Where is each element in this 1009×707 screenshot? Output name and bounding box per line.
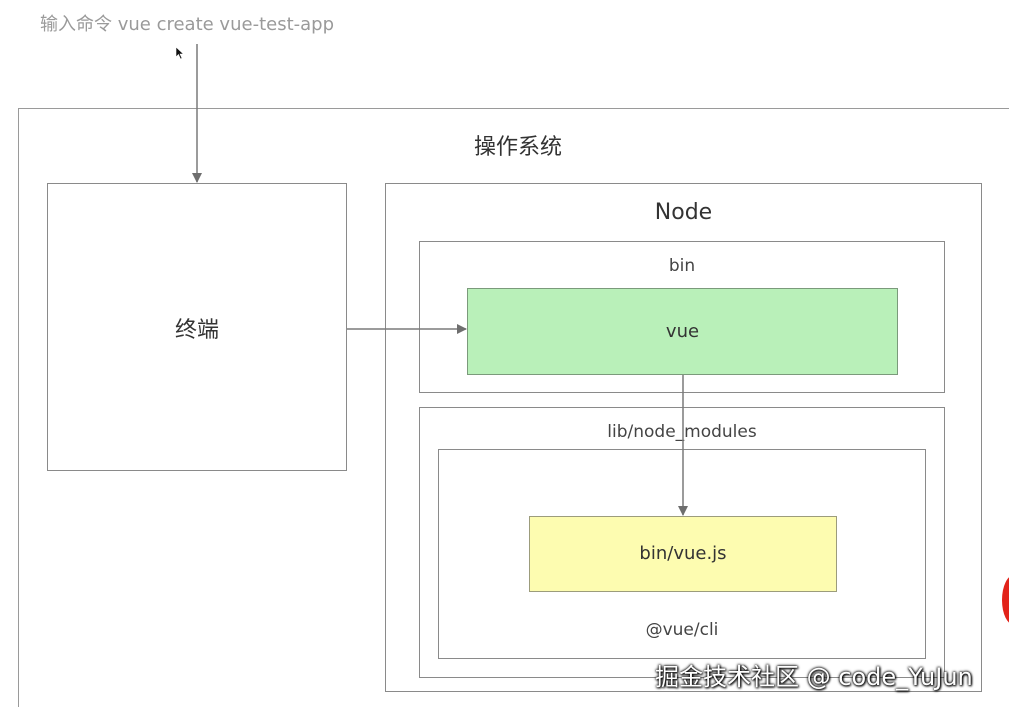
node-title: Node	[654, 200, 713, 225]
vuejs-label: bin/vue.js	[639, 543, 727, 564]
bin-box: bin	[419, 241, 945, 393]
terminal-label: 终端	[174, 318, 219, 343]
lib-node-modules-box: lib/node_modules	[419, 407, 945, 678]
vue-command-box: vue	[467, 288, 898, 375]
red-marker	[1002, 575, 1009, 625]
bin-title: bin	[668, 256, 696, 276]
watermark: 掘金技术社区 @ code_YuJun	[655, 663, 973, 691]
cli-label: @vue/cli	[645, 620, 719, 640]
terminal-box: 终端	[47, 183, 347, 471]
os-box: 操作系统	[18, 108, 1009, 707]
vue-js-file-box: bin/vue.js	[529, 516, 837, 592]
node-box: Node	[385, 183, 982, 692]
vue-label: vue	[665, 321, 700, 342]
vue-cli-package-box: @vue/cli	[438, 449, 926, 659]
command-text: 输入命令 vue create vue-test-app	[40, 14, 335, 35]
mouse-pointer-icon	[175, 46, 185, 60]
os-title: 操作系统	[473, 135, 562, 160]
lib-title: lib/node_modules	[607, 422, 757, 442]
